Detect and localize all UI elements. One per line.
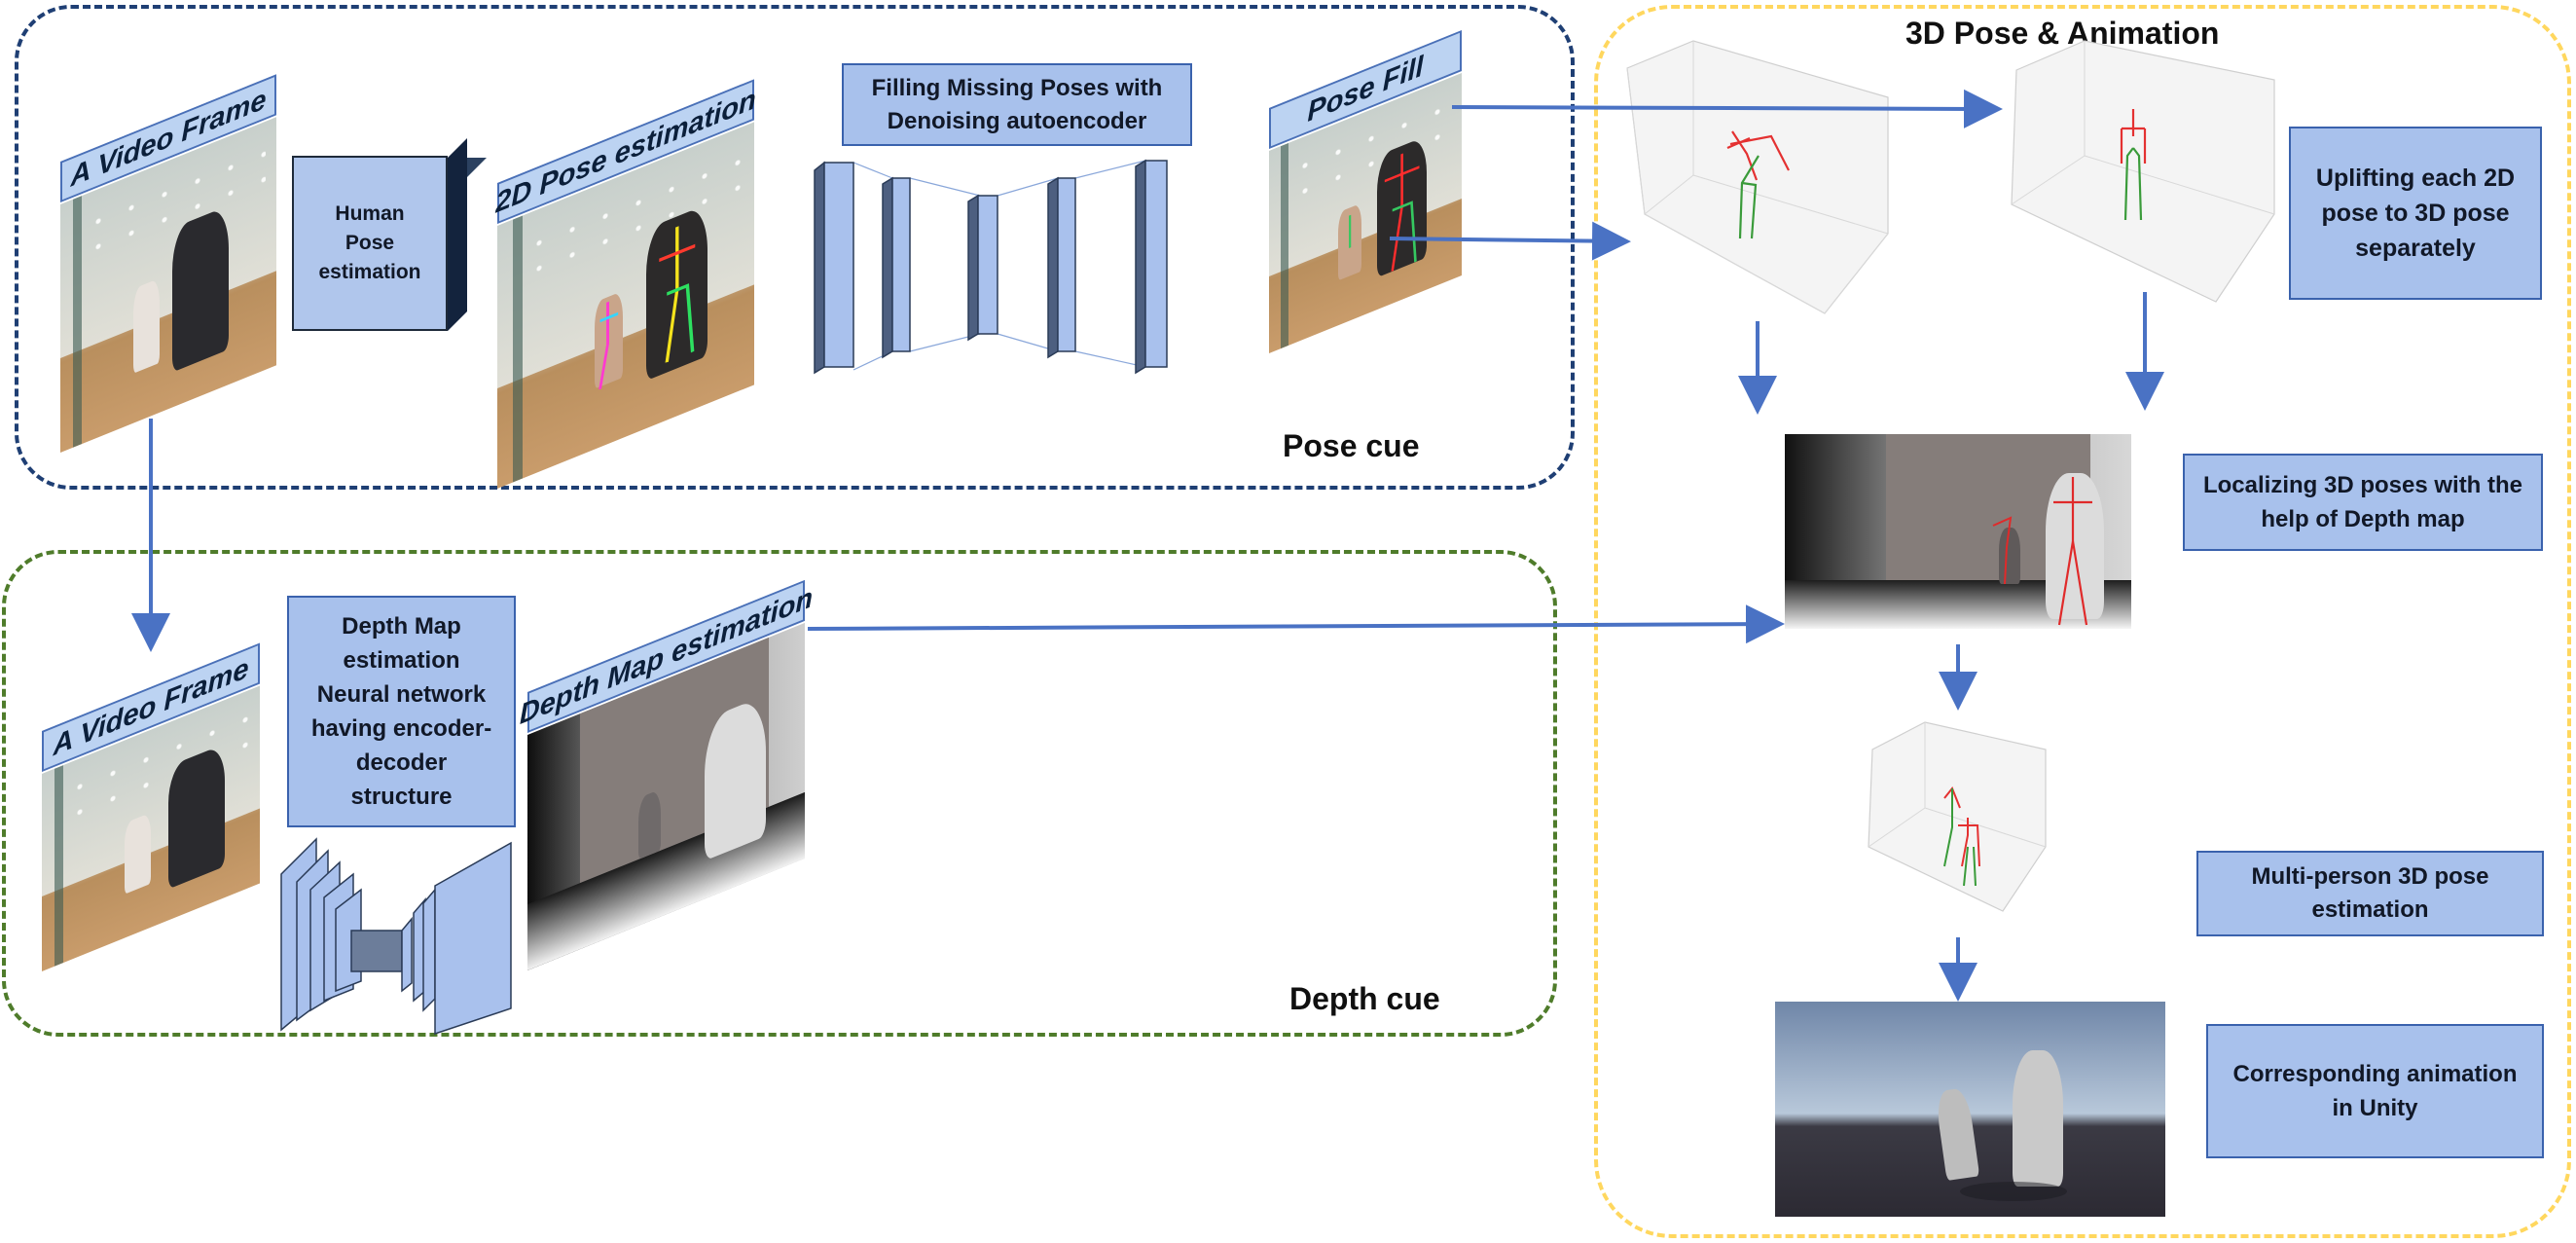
uplift-label-text: Uplifting each 2D pose to 3D pose separa…	[2315, 165, 2516, 262]
bottleneck-block	[350, 930, 403, 972]
uplift-label: Uplifting each 2D pose to 3D pose separa…	[2289, 127, 2542, 300]
decoder-block-4	[434, 841, 512, 1035]
unity-avatar-tall	[2013, 1050, 2063, 1187]
plot-3d-multiperson	[1868, 721, 2047, 912]
pose-cue-region	[15, 5, 1575, 490]
human-pose-estimation-label: Human Pose estimation	[318, 202, 421, 283]
encoder-layer-2	[882, 176, 911, 359]
multiperson-label-text: Multi-person 3D pose estimation	[2251, 863, 2489, 923]
decoder-block-1	[401, 916, 413, 993]
unity-label-text: Corresponding animation in Unity	[2232, 1061, 2518, 1121]
depth-cue-region	[2, 550, 1557, 1037]
depth-localization-image	[1785, 434, 2131, 629]
bottleneck-layer	[967, 194, 998, 342]
human-pose-estimation-block: Human Pose estimation	[292, 156, 448, 331]
unity-animation-scene	[1775, 1002, 2165, 1217]
pose-2d-frame: 2D Pose estimation	[495, 79, 756, 490]
animation-region	[1594, 5, 2571, 1238]
autoencoder-diagram	[814, 159, 1168, 375]
unity-label: Corresponding animation in Unity	[2206, 1024, 2544, 1158]
autoencoder-title: Filling Missing Poses with Denoising aut…	[842, 63, 1192, 146]
pose-2d-image	[497, 122, 754, 490]
multiperson-label: Multi-person 3D pose estimation	[2196, 851, 2544, 936]
decoder-layer-2	[1135, 159, 1168, 375]
depth-network-label: Depth Map estimation Neural network havi…	[287, 596, 516, 827]
plot-3d-person-a	[1626, 40, 1889, 314]
pose-block-side-face	[448, 138, 467, 331]
animation-title: 3D Pose & Animation	[1905, 16, 2220, 51]
localize-label: Localizing 3D poses with the help of Dep…	[2183, 454, 2543, 551]
plot-3d-person-b	[2011, 40, 2275, 303]
pose-cue-label: Pose cue	[1283, 428, 1420, 463]
autoencoder-title-text: Filling Missing Poses with Denoising aut…	[871, 74, 1163, 134]
decoder-layer-1	[1047, 176, 1076, 359]
localize-label-text: Localizing 3D poses with the help of Dep…	[2202, 472, 2523, 532]
decoder-block-3	[422, 887, 436, 1012]
unity-avatar-bent	[1934, 1087, 1980, 1181]
encoder-layer-1	[814, 161, 854, 375]
depth-cue-label: Depth cue	[1289, 981, 1440, 1016]
encoder-decoder-network	[280, 837, 512, 1035]
depth-network-label-text: Depth Map estimation Neural network havi…	[310, 613, 492, 810]
